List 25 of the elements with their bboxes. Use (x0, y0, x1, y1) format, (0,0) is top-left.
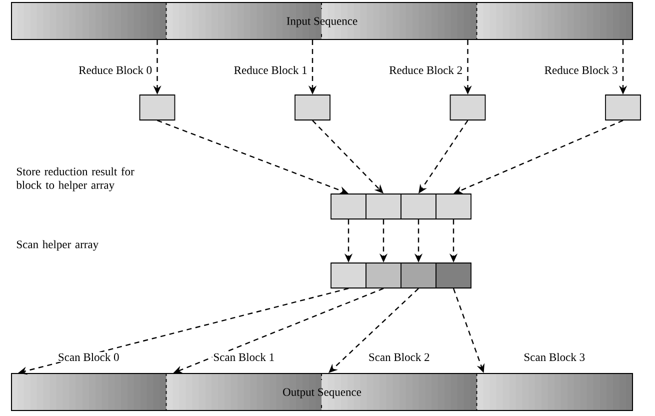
sequence-bar: Output Sequence (11, 372, 633, 411)
edge-label: Scan Block 0 (56, 352, 120, 362)
array-cell (139, 94, 176, 120)
array-cell (605, 94, 641, 120)
array-cell (400, 262, 436, 288)
arrow (328, 288, 419, 373)
array-cell (294, 94, 330, 120)
array-cell (330, 262, 366, 288)
array-cell (436, 262, 472, 288)
edge-label: Scan Block 2 (367, 352, 431, 362)
edge-label: Reduce Block 1 (234, 66, 307, 74)
edge-label: Reduce Block 3 (544, 66, 618, 74)
array-cell (366, 194, 402, 220)
array-cell (450, 94, 486, 120)
note-text: Store reduction result for block to helper array (16, 167, 134, 192)
array-cell (366, 262, 402, 288)
note-text: Scan helper array (16, 240, 99, 251)
edge-label: Reduce Block 2 (389, 66, 462, 74)
array-cell (436, 194, 472, 220)
edge-label: Reduce Block 0 (78, 66, 152, 74)
edge-label: Scan Block 3 (522, 352, 586, 362)
array-cell (400, 194, 436, 220)
array-cell (330, 194, 366, 220)
edge-label: Scan Block 1 (212, 352, 276, 362)
sequence-bar: Input Sequence (11, 2, 633, 40)
